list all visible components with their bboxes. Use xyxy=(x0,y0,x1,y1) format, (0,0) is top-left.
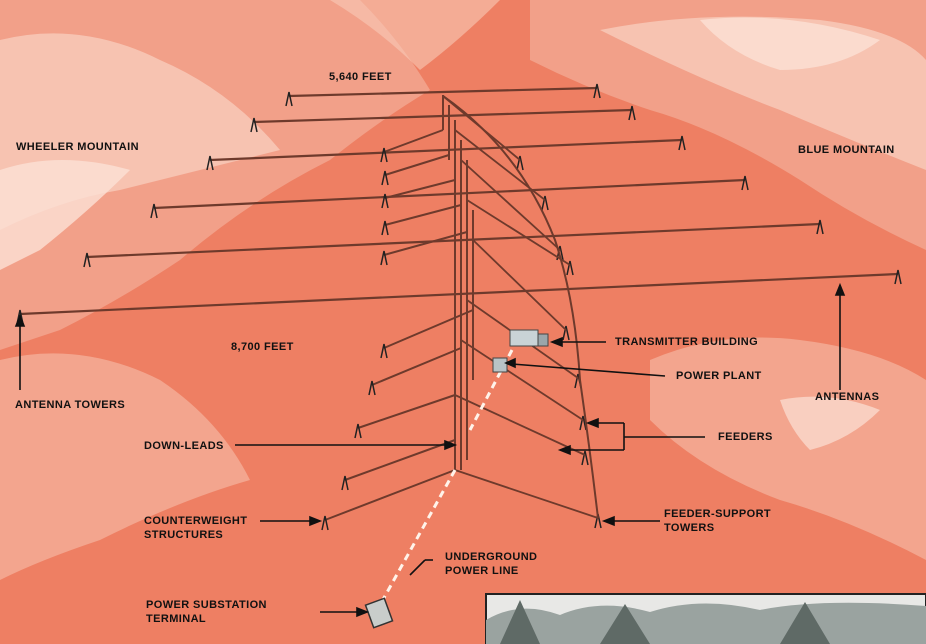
antenna-tower xyxy=(285,91,293,107)
antenna-span xyxy=(288,86,598,98)
antenna-tower xyxy=(250,117,258,133)
counterweight-structure xyxy=(381,220,389,236)
antenna-tower xyxy=(894,269,902,285)
antennas-label: ANTENNAS xyxy=(815,391,880,403)
feeder-line xyxy=(454,469,599,519)
terrain xyxy=(0,0,926,580)
power-plant-label: POWER PLANT xyxy=(676,370,762,382)
feeder-support-towers-label: FEEDER-SUPPORT TOWERS xyxy=(664,508,772,534)
antenna-span xyxy=(19,272,899,316)
wheeler-mountain-label: WHEELER MOUNTAIN xyxy=(16,141,139,153)
transmitter-building-label: TRANSMITTER BUILDING xyxy=(615,336,759,348)
counterweight-structure xyxy=(380,147,388,163)
antenna-tower xyxy=(206,155,214,171)
antenna-span xyxy=(209,138,683,162)
transmitter-building xyxy=(509,329,549,347)
counterweight-arm xyxy=(383,309,474,349)
down-leads-group xyxy=(442,95,474,470)
antenna-tower xyxy=(678,135,686,151)
down-leads-label: DOWN-LEADS xyxy=(144,440,224,452)
counterweight-arm xyxy=(384,204,462,226)
top-length-label: 5,640 FEET xyxy=(329,71,392,83)
feeders-label: FEEDERS xyxy=(718,431,773,443)
underground-power-line xyxy=(378,469,457,606)
counterweight-structure xyxy=(380,343,388,359)
feeder-support-tower xyxy=(562,325,570,341)
power-substation-terminal-label: POWER SUBSTATION TERMINAL xyxy=(146,599,267,625)
counterweight-structure xyxy=(381,193,389,209)
antenna-wires xyxy=(19,86,899,521)
counterweight-arm xyxy=(324,469,456,521)
feeder-support-tower xyxy=(581,450,589,466)
feeder-line xyxy=(460,159,561,251)
counterweight-structure xyxy=(341,475,349,491)
counterweight-structures-label: COUNTERWEIGHT STRUCTURES xyxy=(144,515,248,541)
feeder-support-tower xyxy=(579,415,587,431)
antenna-tower xyxy=(150,203,158,219)
antenna-tower xyxy=(816,219,824,235)
antenna-towers-group xyxy=(16,83,902,531)
feeder-line xyxy=(466,199,571,266)
antenna-tower xyxy=(741,175,749,191)
antenna-span xyxy=(86,222,821,259)
counterweight-structure xyxy=(321,515,329,531)
counterweight-structure xyxy=(381,170,389,186)
counterweight-arm xyxy=(384,154,450,176)
feeder-support-tower xyxy=(516,155,524,171)
underground-power-line-label: UNDERGROUND POWER LINE xyxy=(445,551,538,577)
counterweight-structure xyxy=(368,380,376,396)
feeder-line xyxy=(454,394,586,456)
antenna-tower xyxy=(628,105,636,121)
antenna-span xyxy=(153,178,746,210)
antenna-tower xyxy=(83,252,91,268)
blue-mountain-label: BLUE MOUNTAIN xyxy=(798,144,895,156)
counterweight-arm xyxy=(384,179,456,199)
feeder-line xyxy=(460,339,584,421)
feeder-curve xyxy=(442,95,599,519)
bottom-length-label: 8,700 FEET xyxy=(231,341,294,353)
inset-picture xyxy=(485,593,926,644)
feeder-support-tower xyxy=(541,195,549,211)
feeder-support-tower xyxy=(556,245,564,261)
antenna-tower xyxy=(593,83,601,99)
power-plant xyxy=(492,357,508,373)
pointer-lines xyxy=(14,282,846,618)
feeders-group xyxy=(442,95,599,519)
counterweight-arm xyxy=(383,129,444,153)
counterweight-arm xyxy=(371,347,462,386)
counterweight-structure xyxy=(380,250,388,266)
antenna-towers-label: ANTENNA TOWERS xyxy=(15,399,126,411)
counterweight-arm xyxy=(344,439,456,481)
feeder-support-tower xyxy=(566,260,574,276)
feeder-line xyxy=(472,239,567,331)
power-substation xyxy=(364,597,394,629)
counterweight-arm xyxy=(383,231,468,256)
counterweight-structure xyxy=(354,423,362,439)
counterweight-arm xyxy=(357,394,456,429)
